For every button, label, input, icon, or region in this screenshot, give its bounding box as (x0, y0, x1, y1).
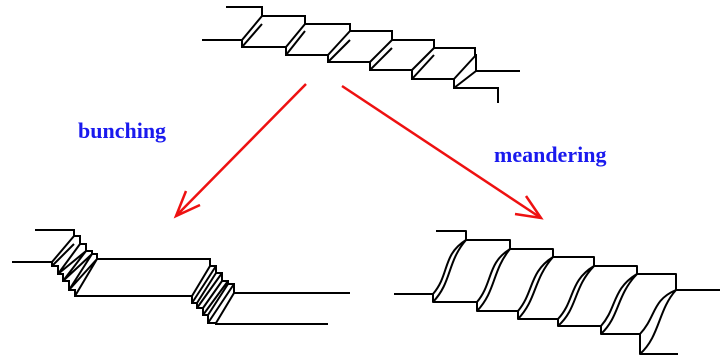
bunched-edges-right (191, 265, 235, 324)
regular-steps-edges (241, 15, 477, 89)
meandering-step-4 (557, 257, 595, 327)
meandering-step-5 (600, 266, 638, 335)
meandering-back-profile (436, 230, 720, 291)
regular-steps-front-profile (202, 39, 499, 103)
arrow-to-bunching-shaft (175, 83, 307, 217)
meandering-front-profile (394, 293, 678, 355)
arrows (173, 83, 544, 220)
meandering-step-3 (517, 249, 554, 320)
regular-step-train (202, 6, 520, 103)
arrow-to-bunching-head (173, 190, 201, 219)
bunched-front-profile (12, 261, 328, 325)
meandering-step-6 (639, 274, 677, 355)
meandering-step-2 (476, 240, 511, 312)
arrow-to-meandering-head (514, 195, 544, 220)
meandering-label: meandering (494, 142, 607, 167)
meandering-step-train (394, 230, 720, 355)
bunched-edges-left (51, 235, 98, 297)
bunching-label: bunching (78, 118, 167, 143)
bunched-step-train (12, 229, 350, 325)
arrow-to-meandering-shaft (341, 84, 542, 220)
meandering-step-1 (432, 231, 467, 303)
regular-steps-back-profile (226, 6, 520, 72)
